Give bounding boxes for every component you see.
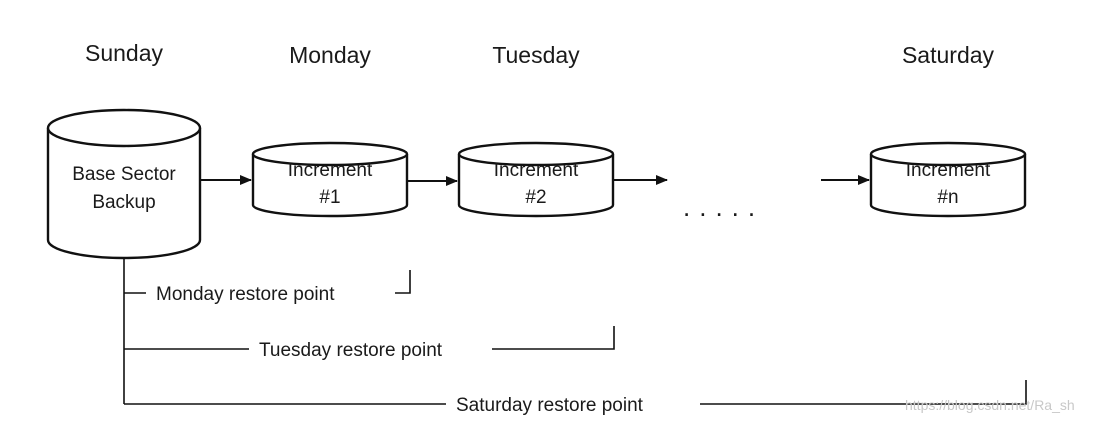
saturday-restore-line-right (700, 380, 1027, 405)
monday-restore-label: Monday restore point (156, 284, 335, 305)
tuesday-restore-label: Tuesday restore point (259, 340, 443, 361)
increment-2-label-line2: #2 (525, 187, 546, 208)
ellipsis-dots: ..... (683, 192, 764, 222)
increment-2-cylinder: Increment #2 (457, 141, 615, 218)
day-label-tuesday: Tuesday (492, 42, 580, 68)
monday-restore-line-right (395, 270, 411, 294)
increment-1-label-line1: Increment (288, 160, 373, 181)
increment-2-label-line1: Increment (494, 160, 579, 181)
day-label-sunday: Sunday (85, 40, 164, 66)
day-label-monday: Monday (289, 42, 371, 68)
base-backup-cylinder: Base Sector Backup (46, 108, 202, 260)
increment-1-label-line2: #1 (319, 187, 340, 208)
saturday-restore-label: Saturday restore point (456, 395, 644, 416)
increment-1-cylinder: Increment #1 (251, 141, 409, 218)
increment-n-label-line2: #n (937, 187, 958, 208)
watermark: https://blog.csdn.net/Ra_sh (905, 397, 1075, 413)
increment-n-cylinder: Increment #n (869, 141, 1027, 218)
day-label-saturday: Saturday (902, 42, 995, 68)
increment-n-label-line1: Increment (906, 160, 991, 181)
base-backup-label-line2: Backup (92, 192, 155, 213)
tuesday-restore-line-right (492, 326, 615, 350)
base-backup-label-line1: Base Sector (72, 164, 176, 185)
